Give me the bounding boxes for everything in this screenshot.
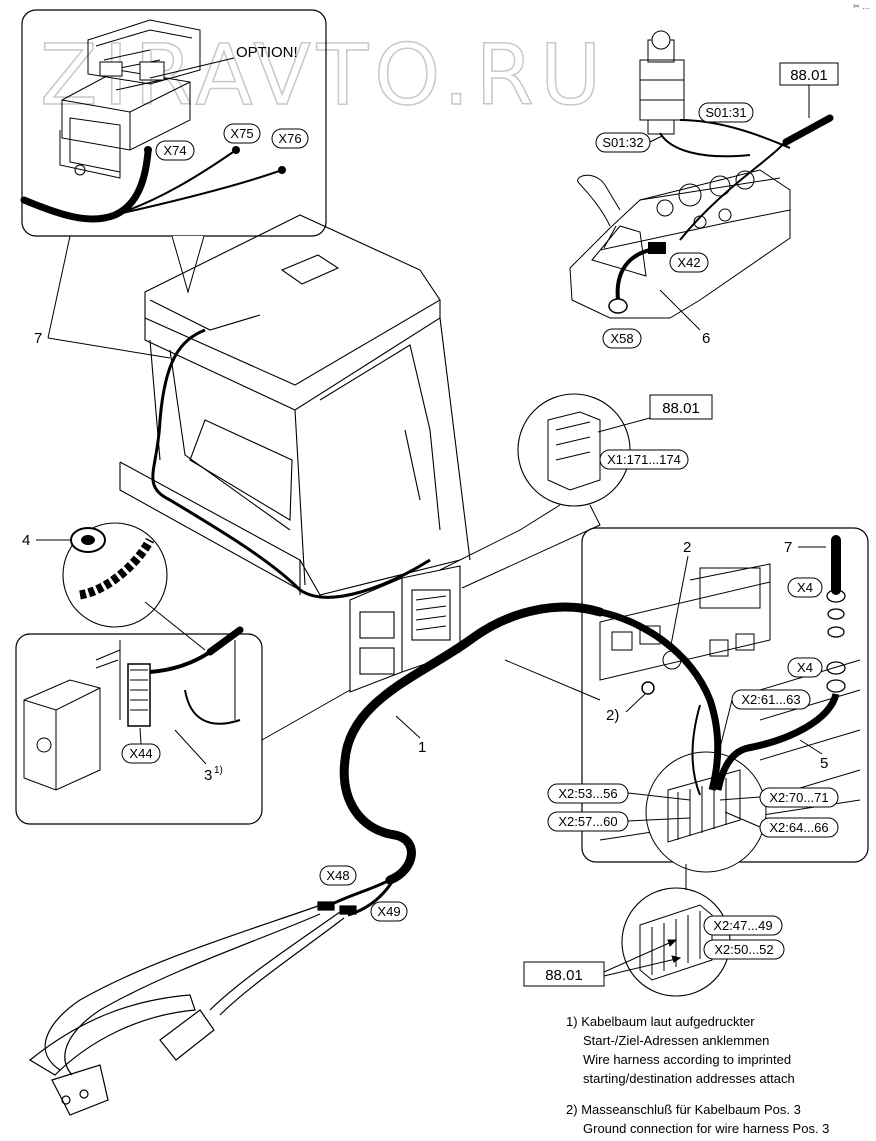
connector-x48: X48 xyxy=(319,865,357,886)
reference-box-top-right: 88.01 xyxy=(779,62,839,118)
connector-x42: X42 xyxy=(669,252,709,273)
note-1-de-line-2: Start-/Ziel-Adressen anklemmen xyxy=(583,1033,770,1048)
connector-s01-32: S01:32 xyxy=(595,132,663,153)
detail-bottom-terminals: X2:47...49 X2:50...52 88.01 xyxy=(523,864,785,997)
connector-x2-53-56: X2:53...56 xyxy=(547,783,629,804)
svg-text:X49: X49 xyxy=(377,904,400,919)
connector-x2-57-60: X2:57...60 xyxy=(547,811,629,832)
detail-tape: 4 xyxy=(22,522,206,651)
note-1-en-line-1: Wire harness according to imprinted xyxy=(583,1052,792,1067)
connector-x76: X76 xyxy=(271,128,309,149)
connector-x2-61-63: X2:61...63 xyxy=(731,689,811,710)
connector-x1-171-174: X1:171...174 xyxy=(599,449,689,470)
position-6: 6 xyxy=(702,330,710,347)
svg-text:X2:61...63: X2:61...63 xyxy=(741,692,800,707)
connector-x2-50-52: X2:50...52 xyxy=(703,939,785,960)
position-3: 3 xyxy=(204,767,212,784)
watermark-text: ZIRAVTO.RU xyxy=(40,26,607,124)
note-2-de-line: 2) Masseanschluß für Kabelbaum Pos. 3 xyxy=(566,1100,872,1119)
svg-text:X76: X76 xyxy=(278,131,301,146)
svg-text:X2:50...52: X2:50...52 xyxy=(714,942,773,957)
position-2-ground: 2) xyxy=(606,707,619,724)
detail-left-connector: X44 3 1) xyxy=(15,626,351,825)
svg-text:X1:171...174: X1:171...174 xyxy=(607,452,681,467)
svg-text:S01:31: S01:31 xyxy=(705,105,746,120)
svg-text:X2:53...56: X2:53...56 xyxy=(558,786,617,801)
svg-text:X2:64...66: X2:64...66 xyxy=(769,820,828,835)
svg-text:88.01: 88.01 xyxy=(790,67,828,84)
reference-box-bottom: 88.01 xyxy=(523,961,605,987)
connector-x2-64-66: X2:64...66 xyxy=(759,817,839,838)
position-2-top: 2 xyxy=(683,539,691,556)
connector-x2-70-71: X2:70...71 xyxy=(759,787,839,808)
note-1-en-line-2: starting/destination addresses attach xyxy=(583,1071,795,1086)
reference-box-middle: 88.01 xyxy=(649,394,713,420)
note-1-de-line-1: 1) Kabelbaum laut aufgedruckter xyxy=(566,1012,872,1031)
svg-text:X2:47...49: X2:47...49 xyxy=(713,918,772,933)
svg-text:X44: X44 xyxy=(129,746,152,761)
position-4: 4 xyxy=(22,532,30,549)
electrical-boxes xyxy=(349,565,461,693)
note-2-de-text: Masseanschluß für Kabelbaum Pos. 3 xyxy=(581,1102,801,1117)
option-label: OPTION! xyxy=(236,44,298,61)
svg-text:88.01: 88.01 xyxy=(662,400,700,417)
svg-text:X4: X4 xyxy=(797,580,813,595)
svg-text:X75: X75 xyxy=(230,126,253,141)
svg-text:88.01: 88.01 xyxy=(545,967,583,984)
note-2-en-line: Ground connection for wire harness Pos. … xyxy=(583,1121,830,1136)
svg-text:X4: X4 xyxy=(797,660,813,675)
note-1-de-text-1: Kabelbaum laut aufgedruckter xyxy=(581,1014,755,1029)
position-3-footnote-ref: 1) xyxy=(214,765,223,776)
svg-text:S01:32: S01:32 xyxy=(602,135,643,150)
svg-text:X2:57...60: X2:57...60 xyxy=(558,814,617,829)
connector-x44: X44 xyxy=(121,743,161,764)
connector-x4-top: X4 xyxy=(787,577,823,598)
svg-text:X42: X42 xyxy=(677,255,700,270)
position-5: 5 xyxy=(820,755,828,772)
connector-x74: X74 xyxy=(155,140,195,161)
note-2-number: 2) xyxy=(566,1102,578,1117)
svg-text:X2:70...71: X2:70...71 xyxy=(769,790,828,805)
svg-text:X48: X48 xyxy=(326,868,349,883)
cabin-drawing xyxy=(119,214,471,596)
position-7-left: 7 xyxy=(34,330,42,347)
note-1-number: 1) xyxy=(566,1014,578,1029)
detail-top-left: OPTION! X74 X75 X76 xyxy=(20,9,327,294)
connector-x58: X58 xyxy=(602,328,642,349)
articulation-cable xyxy=(28,901,357,1116)
position-7-right: 7 xyxy=(784,539,792,556)
connector-s01-31: S01:31 xyxy=(698,102,754,123)
connector-x2-47-49: X2:47...49 xyxy=(703,915,783,936)
position-1: 1 xyxy=(418,739,426,756)
detail-right-terminals: 2) 2 7 5 X4 X4 X2:61...63 X2:53...56 X2:… xyxy=(504,527,869,873)
detail-relay: 88.01 X1:171...174 xyxy=(439,393,713,589)
connector-x49: X49 xyxy=(370,901,408,922)
footnotes: 1) Kabelbaum laut aufgedruckter Start-/Z… xyxy=(566,1012,872,1138)
connector-x4-bottom: X4 xyxy=(787,657,823,678)
svg-text:X58: X58 xyxy=(610,331,633,346)
connector-x75: X75 xyxy=(223,123,261,144)
svg-text:X74: X74 xyxy=(163,143,186,158)
corner-mark: ✂ ... xyxy=(853,2,870,11)
detail-top-right: 88.01 S01:31 S01:32 X42 X58 6 xyxy=(569,30,839,349)
